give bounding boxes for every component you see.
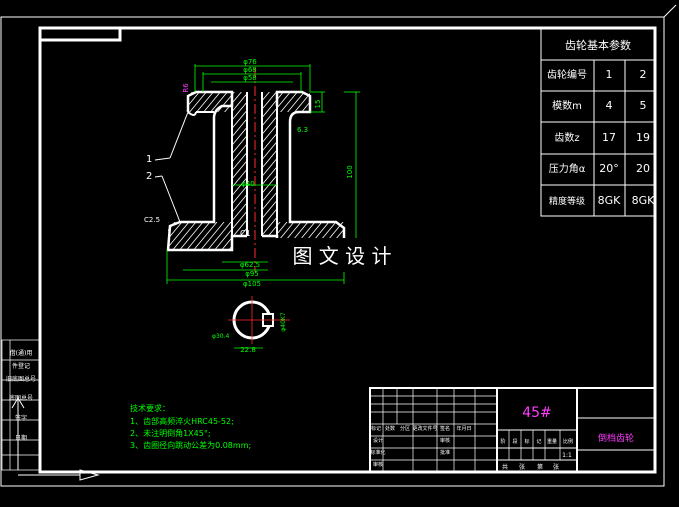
svg-text:2、未注明倒角1X45°;: 2、未注明倒角1X45°; bbox=[130, 428, 211, 438]
tb-stage: 阶 bbox=[500, 438, 505, 445]
ucs-icon bbox=[11, 397, 100, 481]
tb-sheet: 共 bbox=[502, 463, 508, 471]
stamp-label: 底图总号 bbox=[9, 394, 33, 402]
svg-text:6.3: 6.3 bbox=[297, 126, 308, 134]
svg-text:φ95: φ95 bbox=[245, 270, 259, 278]
param-label: 齿轮编号 bbox=[547, 68, 587, 81]
tb-stage: 标 bbox=[524, 438, 529, 445]
param-value-1: 17 bbox=[602, 131, 616, 144]
svg-text:φ62.5: φ62.5 bbox=[240, 261, 260, 269]
title-block-text: 45# 倒档齿轮 1:1 标记处数分区更改文件号签名年月日设计标准化审核审核批准… bbox=[370, 405, 634, 471]
svg-text:φ105: φ105 bbox=[243, 280, 261, 288]
param-label: 齿数z bbox=[554, 131, 579, 144]
watermark: 图 文 设 计 bbox=[292, 244, 391, 268]
dimension-text: φ76 φ68 φ58 15 100 6.3 φ40 C2.5 C1 φ62.5… bbox=[144, 58, 354, 288]
hatch-htl bbox=[188, 92, 232, 112]
paper-corner bbox=[663, 4, 677, 18]
part-outline-inner bbox=[187, 92, 310, 236]
param-title: 齿轮基本参数 bbox=[565, 38, 631, 52]
svg-text:φ40: φ40 bbox=[241, 180, 255, 188]
param-value-2: 2 bbox=[640, 68, 647, 81]
stamp-label: 借(通)用 bbox=[10, 349, 33, 357]
part-leaders bbox=[154, 111, 189, 223]
keyway-width: φ40K7 bbox=[280, 312, 287, 332]
param-value-1: 8GK bbox=[598, 194, 622, 207]
tb-mid: 批准 bbox=[440, 449, 450, 456]
keyway-section bbox=[228, 296, 290, 349]
tb-stage: 比例 bbox=[563, 438, 573, 445]
svg-text:技术要求：: 技术要求： bbox=[130, 403, 170, 413]
svg-text:1、齿部高频淬火HRC45-52;: 1、齿部高频淬火HRC45-52; bbox=[130, 416, 234, 426]
tb-row: 标准化 bbox=[370, 449, 385, 456]
param-value-1: 20° bbox=[599, 162, 619, 175]
stamp-label: 日期 bbox=[15, 434, 27, 442]
tb-stage: 记 bbox=[536, 438, 541, 445]
paper-border bbox=[0, 16, 665, 487]
param-label: 模数m bbox=[552, 99, 582, 112]
svg-text:φ58: φ58 bbox=[243, 74, 257, 82]
tb-row: 审核 bbox=[373, 461, 383, 468]
part-section-view bbox=[166, 68, 346, 272]
tb-row: 设计 bbox=[373, 437, 383, 444]
param-label: 精度等级 bbox=[549, 195, 585, 207]
stamp-label: 旧底图总号 bbox=[6, 375, 36, 383]
param-value-1: 4 bbox=[606, 99, 613, 112]
tb-sheet: 张 bbox=[553, 463, 559, 471]
tb-sheet: 张 bbox=[519, 463, 525, 471]
svg-text:φ76: φ76 bbox=[243, 58, 257, 66]
tb-sheet: 第 bbox=[537, 463, 543, 471]
param-label: 压力角α bbox=[549, 162, 586, 175]
svg-text:3、齿圈径向跳动公差为0.08mm;: 3、齿圈径向跳动公差为0.08mm; bbox=[130, 440, 251, 450]
svg-text:1:1: 1:1 bbox=[562, 452, 572, 459]
svg-text:R6: R6 bbox=[182, 83, 190, 93]
param-value-2: 8GK bbox=[632, 194, 656, 207]
watermark-bg bbox=[268, 238, 416, 272]
leader-1: 1 bbox=[146, 154, 152, 165]
tb-stage: 段 bbox=[512, 438, 517, 445]
title-block bbox=[369, 387, 656, 473]
drawing-frame bbox=[38, 26, 657, 474]
svg-text:45#: 45# bbox=[522, 405, 552, 421]
tb-header: 标记 bbox=[371, 425, 381, 432]
tb-header: 年月日 bbox=[456, 425, 471, 432]
svg-text:φ68: φ68 bbox=[243, 66, 257, 74]
tb-stage: 重量 bbox=[547, 438, 557, 445]
svg-text:C1: C1 bbox=[240, 229, 251, 238]
svg-text:倒档齿轮: 倒档齿轮 bbox=[598, 432, 634, 444]
stamp-label: 件登记 bbox=[12, 362, 30, 370]
tb-mid: 审核 bbox=[440, 437, 450, 444]
param-value-2: 20 bbox=[636, 162, 650, 175]
hatch-htr bbox=[277, 92, 310, 112]
param-value-1: 1 bbox=[606, 68, 613, 81]
svg-text:15: 15 bbox=[314, 100, 322, 109]
svg-text:100: 100 bbox=[346, 165, 354, 178]
tb-header: 更改文件号 bbox=[412, 425, 437, 432]
keyway-dim: 22.8 bbox=[240, 346, 256, 354]
param-value-2: 5 bbox=[640, 99, 647, 112]
tb-header: 处数 bbox=[385, 425, 395, 432]
keyway-bore: φ30.4 bbox=[212, 333, 230, 340]
tb-header: 签名 bbox=[440, 425, 450, 432]
stamp-label: 签字 bbox=[15, 414, 27, 422]
param-value-2: 19 bbox=[636, 131, 650, 144]
leader-2: 2 bbox=[146, 171, 152, 182]
gear-parameter-table: 齿轮基本参数 齿轮编号 1 2 模数m 4 5 齿数z 17 19 压力角α 20° 20 精度等级 8G… bbox=[540, 27, 656, 217]
left-stamp-table bbox=[1, 339, 41, 471]
svg-text:C2.5: C2.5 bbox=[144, 216, 160, 224]
tb-header: 分区 bbox=[400, 425, 410, 432]
hatch-hl bbox=[232, 92, 247, 236]
technical-requirements: 技术要求： 1、齿部高频淬火HRC45-52; 2、未注明倒角1X45°; 3、… bbox=[130, 403, 251, 450]
frame-notch bbox=[38, 26, 122, 42]
